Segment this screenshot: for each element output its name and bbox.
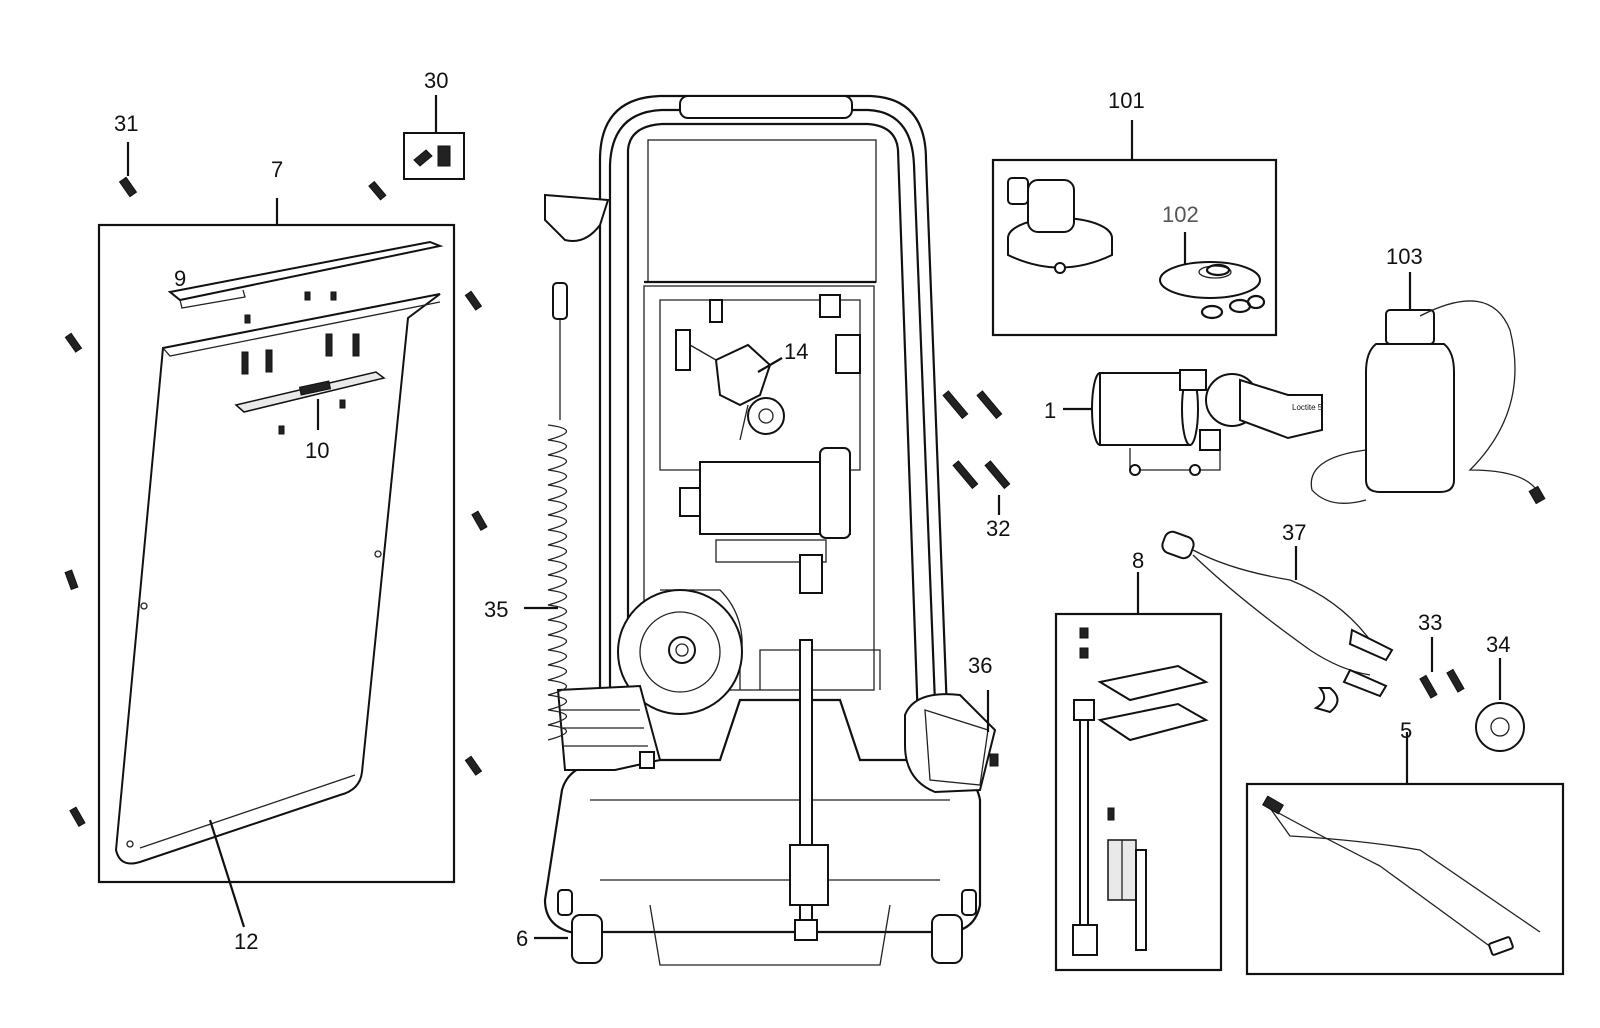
callout-30: 30 <box>424 68 448 93</box>
seals-102 <box>1159 232 1266 320</box>
callout-1: 1 <box>1044 398 1056 423</box>
washer-34 <box>1475 658 1525 752</box>
loose-screws <box>64 180 488 827</box>
callout-31: 31 <box>114 111 138 136</box>
decal-30 <box>403 95 465 180</box>
right-holder-36 <box>904 693 999 794</box>
pump-1: Loctite 5 <box>1063 369 1323 476</box>
callout-10: 10 <box>305 438 329 463</box>
bottle-103 <box>1310 272 1546 505</box>
bolts-33 <box>1419 637 1465 699</box>
callout-6: 6 <box>516 926 528 951</box>
callout-34: 34 <box>1486 632 1510 657</box>
kit-101 <box>991 120 1278 337</box>
fan-drum <box>617 589 743 715</box>
valve-part-101 <box>1007 177 1113 274</box>
callout-5: 5 <box>1400 718 1412 743</box>
internal-cavity <box>643 285 875 691</box>
side-panel-assembly <box>64 95 488 928</box>
screw-31 <box>118 142 138 198</box>
side-panel-12 <box>114 293 441 865</box>
top-display-area <box>647 139 877 283</box>
panel-screws <box>241 291 360 435</box>
coiled-hose-35 <box>547 282 568 741</box>
callout-7: 7 <box>271 157 283 182</box>
kit-5 <box>1245 732 1565 976</box>
callout-32: 32 <box>986 516 1010 541</box>
callout-102: 102 <box>1162 202 1199 227</box>
callout-33: 33 <box>1418 610 1442 635</box>
callout-103: 103 <box>1386 244 1423 269</box>
wheels <box>557 889 977 964</box>
callout-35: 35 <box>484 597 508 622</box>
cable-37 <box>1161 530 1394 714</box>
mounting-plate-9 <box>167 240 444 302</box>
callout-14: 14 <box>784 339 808 364</box>
callout-8: 8 <box>1132 548 1144 573</box>
screws-32 <box>942 390 1011 515</box>
valve-block-14 <box>675 294 861 441</box>
kit-8 <box>1054 572 1223 972</box>
callout-9: 9 <box>174 266 186 291</box>
callout-12: 12 <box>234 929 258 954</box>
control-box <box>679 447 851 594</box>
callout-101: 101 <box>1108 88 1145 113</box>
pump-decal-text: Loctite 5 <box>1292 403 1323 412</box>
callout-37: 37 <box>1282 520 1306 545</box>
callout-36: 36 <box>968 653 992 678</box>
service-cart-machine <box>524 94 999 966</box>
callout-labels: 30 31 7 9 10 12 14 35 6 36 32 101 102 10… <box>114 68 1510 954</box>
